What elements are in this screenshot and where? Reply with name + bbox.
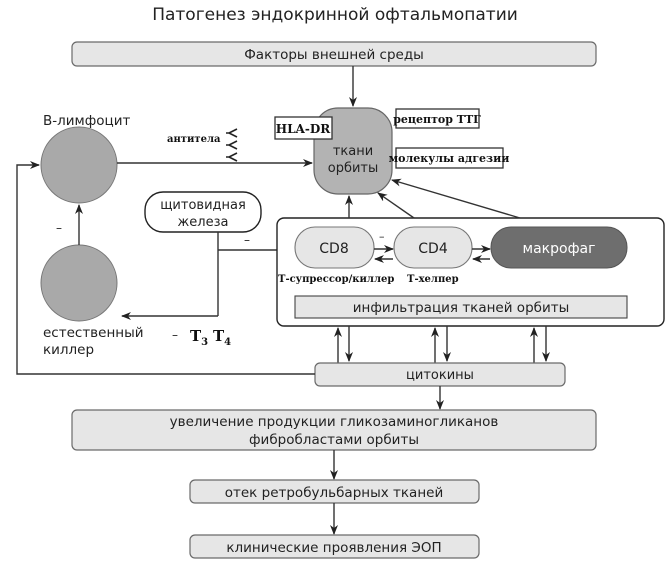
adhesion-molecules-label: молекулы адгезии	[389, 152, 510, 165]
thyroid-label-2: железа	[178, 215, 229, 230]
orbit-tissue-label-2: орбиты	[328, 161, 379, 176]
clinical-box	[189, 534, 480, 559]
thyroid-node	[144, 191, 262, 233]
gag-label-1: увеличение продукции гликозаминогликанов	[170, 414, 499, 430]
diagram-title: Патогенез эндокринной офтальмопатии	[152, 5, 518, 25]
hla-dr-box	[274, 116, 333, 140]
adhesion-molecules-box	[395, 147, 504, 169]
tsh-receptor-box	[395, 108, 480, 129]
tsh-receptor-label: рецептор ТТГ	[393, 113, 481, 126]
nk-minus-sign: –	[56, 221, 62, 235]
external-factors-label: Факторы внешней среды	[244, 47, 424, 63]
infiltration-box	[294, 295, 628, 319]
natural-killer-label-1: естественный	[43, 325, 144, 341]
cd8-node	[294, 226, 375, 269]
hormones-minus: –	[172, 328, 178, 342]
cd8-caption: Т-супрессор/киллер	[278, 274, 394, 285]
hormone-t4: T4	[213, 327, 231, 348]
cytokines-label: цитокины	[406, 368, 474, 383]
infiltration-label: инфильтрация тканей орбиты	[353, 300, 570, 316]
gag-label-2: фибробластами орбиты	[249, 432, 419, 448]
cd8-label: CD8	[319, 241, 348, 257]
cd8-cd4-minus-sign: –	[379, 230, 385, 243]
external-factors-box	[71, 41, 597, 67]
cd4-caption: Т-хелпер	[407, 274, 459, 285]
arrow-cd4-to-tissue	[377, 192, 415, 219]
arrow-macrophage-to-tissue	[391, 178, 521, 219]
antibodies-label: антитела	[167, 134, 221, 145]
feedback-cytokines-to-b-lymphocyte	[16, 161, 315, 375]
b-lymphocyte-label: В-лимфоцит	[43, 113, 130, 129]
thyroid-minus-sign: –	[244, 233, 250, 247]
orbit-tissue-label-1: ткани	[333, 144, 373, 159]
cd4-node	[393, 226, 473, 269]
thyroid-label-1: щитовидная	[160, 198, 246, 213]
cd4-label: CD4	[418, 241, 448, 257]
orbit-tissue-node	[313, 107, 393, 195]
natural-killer-label-2: киллер	[43, 342, 94, 358]
macrophage-node	[490, 226, 628, 269]
hla-dr-label: HLA-DR	[276, 122, 331, 136]
b-lymphocyte-cell	[40, 126, 118, 204]
macrophage-label: макрофаг	[523, 241, 596, 257]
edema-label: отек ретробульбарных тканей	[225, 485, 443, 501]
natural-killer-cell	[40, 244, 118, 322]
clinical-label: клинические проявления ЭОП	[226, 540, 441, 556]
antibody-icon	[226, 128, 238, 162]
hormone-t3: T3	[190, 327, 208, 348]
